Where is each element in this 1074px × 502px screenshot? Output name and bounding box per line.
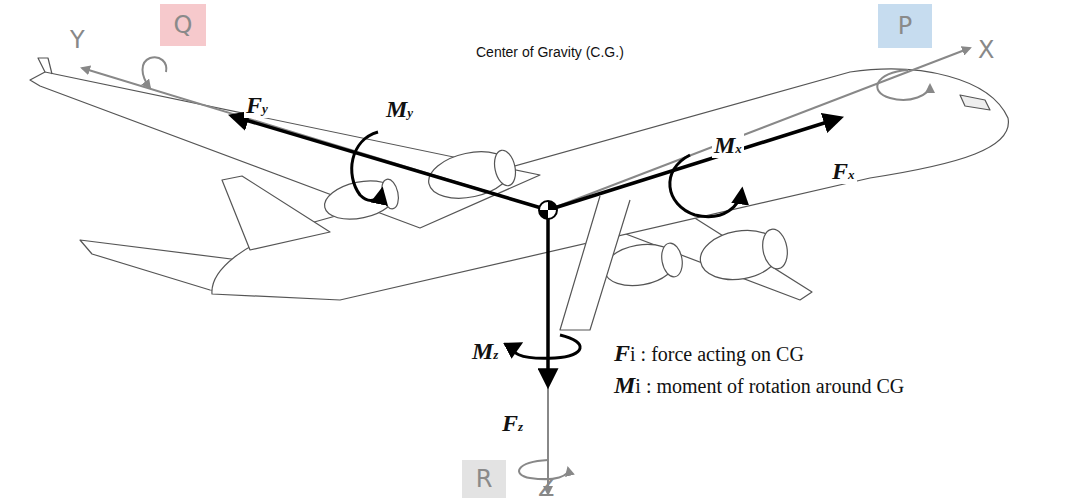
legend-note: Mi : moment of rotation around CG <box>612 372 906 398</box>
moment-label: My <box>384 96 415 122</box>
moment-label: Mx <box>712 132 744 158</box>
rotation-box: Q <box>160 4 206 46</box>
rotation-box: R <box>462 460 506 498</box>
rotation-box: P <box>878 4 932 48</box>
rotation-letter: P <box>898 14 912 38</box>
force-label: Fy <box>244 92 270 118</box>
axis-label: Y <box>70 28 85 52</box>
rotation-letter: R <box>476 467 493 491</box>
rotation-letter: Q <box>174 13 193 37</box>
force-label: Fz <box>500 410 525 436</box>
cg-label: Center of Gravity (C.G.) <box>474 44 626 60</box>
axis-label: Z <box>538 476 554 500</box>
moment-label: Mz <box>470 338 500 364</box>
axis-label: X <box>978 38 994 62</box>
force-label: Fx <box>830 158 857 184</box>
legend-note: Fi : force acting on CG <box>612 340 806 366</box>
